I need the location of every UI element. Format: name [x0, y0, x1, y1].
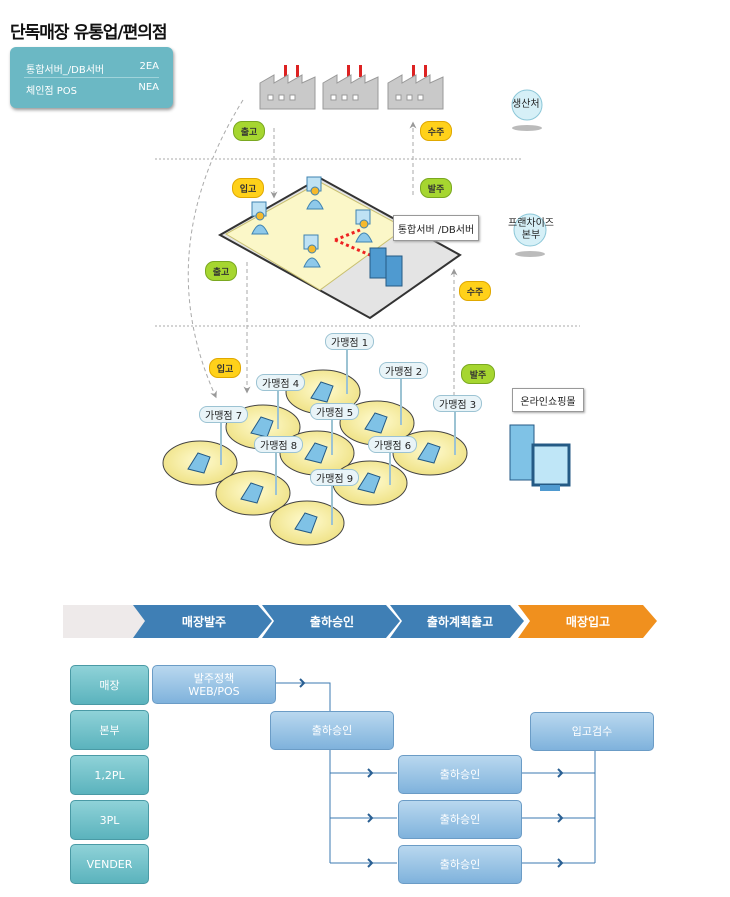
store-pads [162, 348, 468, 546]
store-label: 가맹점 7 [199, 406, 249, 423]
receive-in-badge: 입고 [209, 358, 241, 378]
page-title: 단독매장 유통업/편의점 [10, 23, 168, 43]
chevron-right-icon [299, 678, 564, 868]
store-label: 가맹점 5 [310, 403, 360, 420]
info-name: 통합서버_/DB서버 [26, 65, 105, 76]
store-label: 가맹점 4 [256, 374, 306, 391]
chevron-step [390, 605, 524, 638]
store-label: 가맹점 3 [433, 395, 483, 412]
ship-out-badge: 출고 [233, 121, 265, 141]
step-store-order: 매장발주 [181, 615, 227, 629]
network-link [334, 228, 371, 257]
pos-terminal-icon [250, 416, 274, 438]
info-row: 체인점 POS NEA [26, 82, 159, 97]
info-qty: NEA [138, 82, 159, 93]
marker-shadow [512, 125, 542, 131]
producer-marker [511, 89, 543, 121]
store-label: 가맹점 2 [379, 362, 429, 379]
ship-out-badge: 출고 [205, 261, 237, 281]
vendor-approve-box: 출하승인 [398, 845, 522, 884]
pos-terminal-icon [364, 412, 388, 434]
info-row: 통합서버_/DB서버 2EA [26, 61, 159, 76]
role-12pl: 1,2PL [70, 755, 149, 795]
chevron-step [262, 605, 400, 638]
role-vender: VENDER [70, 844, 149, 884]
producer-label: 생산처 [512, 99, 540, 110]
user-icon [251, 176, 373, 268]
receive-order-badge: 수주 [459, 281, 491, 301]
step-ship-approve: 출하승인 [309, 615, 355, 629]
pos-terminal-icon [187, 452, 211, 474]
info-name: 체인점 POS [26, 86, 78, 97]
info-qty: 2EA [139, 61, 159, 72]
pos-terminal-icon [294, 512, 318, 534]
computer-icon [509, 424, 571, 491]
3pl-approve-box: 출하승인 [398, 800, 522, 839]
online-mall-callout: 온라인쇼핑몰 [512, 388, 584, 412]
chevron-lead [63, 605, 147, 638]
server-callout: 통합서버 /DB서버 [393, 215, 479, 241]
receive-order-badge: 수주 [420, 121, 452, 141]
server-icon [369, 247, 403, 287]
marker-shadow [515, 251, 545, 257]
receive-in-badge: 입고 [232, 178, 264, 198]
role-hq: 본부 [70, 710, 149, 750]
store-label: 가맹점 1 [325, 333, 375, 350]
divider [24, 77, 159, 78]
step-store-receive: 매장입고 [565, 615, 611, 629]
flow-arrows [187, 99, 458, 410]
step-ship-plan: 출하계획출고 [426, 615, 494, 629]
store-label: 가맹점 6 [368, 436, 418, 453]
store-label: 가맹점 8 [254, 436, 304, 453]
12pl-approve-box: 출하승인 [398, 755, 522, 794]
inspect-box: 입고검수 [530, 712, 654, 751]
distribution-diagram [155, 65, 580, 546]
role-3pl: 3PL [70, 800, 149, 840]
hq-marker [513, 213, 547, 247]
role-store: 매장 [70, 665, 149, 705]
order-policy-box: 발주정책 WEB/POS [152, 665, 276, 704]
process-chevrons [63, 605, 657, 638]
place-order-badge: 발주 [420, 178, 452, 198]
pos-terminal-icon [417, 442, 441, 464]
pos-terminal-icon [240, 482, 264, 504]
pos-terminal-icon [304, 442, 328, 464]
factory-icon [259, 65, 444, 110]
hq-label: 프랜차이즈 본부 [508, 218, 554, 241]
store-label: 가맹점 9 [310, 469, 360, 486]
place-order-badge: 발주 [461, 364, 495, 384]
chevron-step [133, 605, 272, 638]
pos-terminal-icon [357, 472, 381, 494]
pos-terminal-icon [310, 381, 334, 403]
chevron-step-active [518, 605, 657, 638]
equipment-info-box: 통합서버_/DB서버 2EA 체인점 POS NEA [10, 47, 173, 108]
hq-approve-box: 출하승인 [270, 711, 394, 750]
